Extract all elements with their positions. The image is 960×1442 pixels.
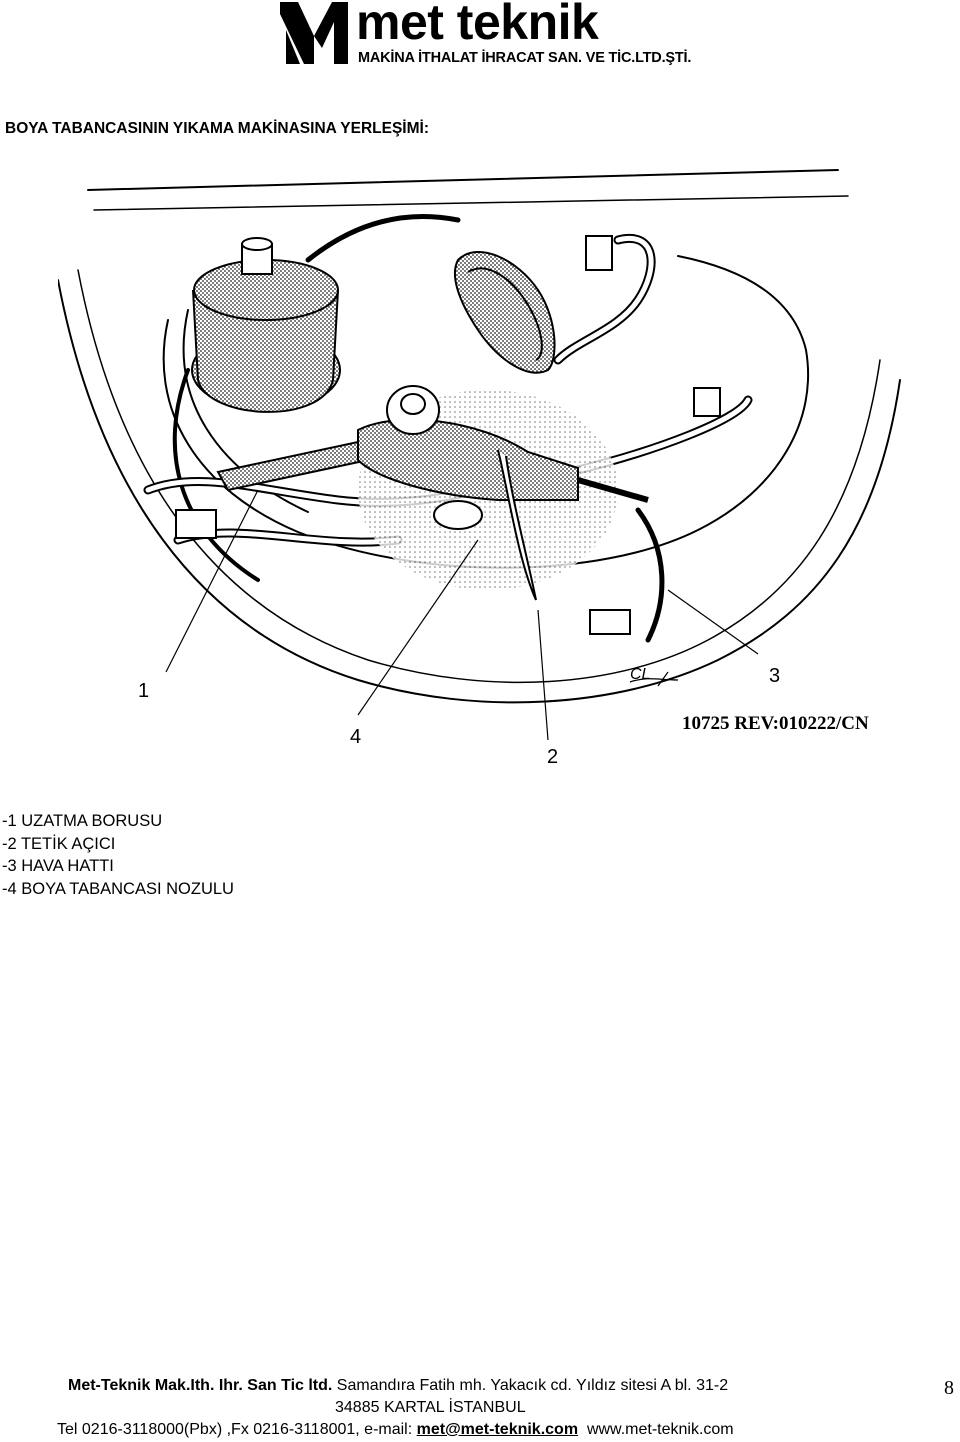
footer-email-link[interactable]: met@met-teknik.com xyxy=(416,1421,579,1438)
footer-company: Met-Teknik Mak.Ith. Ihr. San Tic ltd. xyxy=(68,1377,333,1394)
spray-gun-drawing: 1 2 3 4 CL xyxy=(58,160,906,782)
callout-4: 4 xyxy=(350,726,362,748)
company-brand-name: met teknik xyxy=(356,0,599,50)
page-number: 8 xyxy=(944,1377,954,1399)
company-subtitle: MAKİNA İTHALAT İHRACAT SAN. VE TİC.LTD.Ş… xyxy=(358,50,692,66)
footer-line-1: Met-Teknik Mak.Ith. Ihr. San Tic ltd. Sa… xyxy=(68,1377,728,1395)
legend-item: -3 HAVA HATTI xyxy=(2,857,114,875)
company-logo: met teknik MAKİNA İTHALAT İHRACAT SAN. V… xyxy=(278,0,698,72)
callout-3: 3 xyxy=(769,665,781,687)
parts-legend: -1 UZATMA BORUSU -2 TETİK AÇICI -3 HAVA … xyxy=(2,810,234,900)
met-logo-mark-icon xyxy=(280,2,348,64)
callout-2: 2 xyxy=(547,746,559,768)
footer-contact: Tel 0216-3118000(Pbx) ,Fx 0216-3118001, … xyxy=(57,1421,417,1438)
draftsman-initials: CL xyxy=(630,666,651,683)
footer-line-3: Tel 0216-3118000(Pbx) ,Fx 0216-3118001, … xyxy=(57,1421,734,1439)
technical-illustration xyxy=(58,169,901,741)
callout-1: 1 xyxy=(138,680,150,702)
page-title: BOYA TABANCASININ YIKAMA MAKİNASINA YERL… xyxy=(5,120,429,137)
footer-website[interactable]: www.met-teknik.com xyxy=(586,1421,734,1438)
legend-item: -2 TETİK AÇICI xyxy=(2,834,116,853)
drawing-reference: 10725 REV:010222/CN xyxy=(682,713,869,734)
legend-item: -1 UZATMA BORUSU xyxy=(2,812,163,830)
legend-item: -4 BOYA TABANCASI NOZULU xyxy=(2,879,234,898)
footer-city: 34885 KARTAL İSTANBUL xyxy=(335,1399,526,1416)
footer-address: Samandıra Fatih mh. Yakacık cd. Yıldız s… xyxy=(332,1377,729,1394)
